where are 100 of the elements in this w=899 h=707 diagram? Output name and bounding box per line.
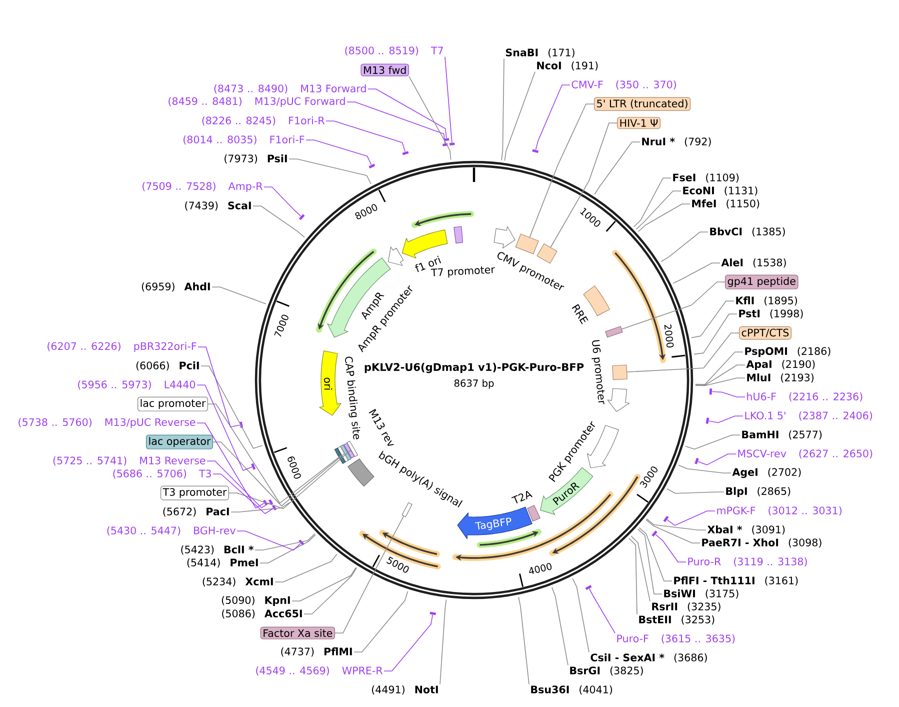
leader-line [304,567,358,614]
site-label: (5414) PmeI [187,558,258,568]
primer-label: (5738 .. 5760) M13/pUC Reverse [18,418,196,428]
primer-label: (7509 .. 7528) Amp-R [142,182,263,192]
leader-line [212,442,345,506]
site-label: BstEII (3253) [639,615,714,625]
leader-line [655,534,686,562]
leader-line [196,384,252,471]
site-label: KflI (1895) [736,296,798,306]
leader-line [678,464,732,474]
plasmid-name: pKLV2-U6(gDmap1 v1)-PGK-Puro-BFP [364,362,584,374]
leader-line [666,488,724,494]
leader-line [206,460,270,508]
site-label: Bsu36I (4041) [531,685,612,695]
leader-line [288,158,372,184]
leader-line [628,538,638,615]
site-label: BamHI (2577) [742,430,822,440]
leader-line [646,518,706,530]
site-label: RsrII (3235) [652,602,720,612]
feature-tag: T3 promoter [160,486,229,500]
leader-line [672,262,720,284]
primer-label: (8014 .. 8035) F1ori-F [184,135,304,145]
site-label: (7439) ScaI [185,201,251,211]
site-mark [694,458,699,464]
site-label: PstI (1998) [739,309,803,319]
site-label: PflFI - Tth111I (3161) [674,576,798,586]
leader-line [594,142,640,195]
leader-line [504,71,536,162]
leader-line [440,599,447,685]
site-label: (5234) XcmI [202,577,273,587]
feature-box [346,440,358,457]
leader-line [254,533,316,550]
site-mark [298,540,304,546]
leader-line [621,282,726,330]
feature-label: U6 promoter [592,340,605,404]
site-label: PaeR7I - XhoI (3098) [702,538,822,548]
leader-line [529,104,594,238]
leader-line [200,366,263,449]
site-label: XbaI * (3091) [707,525,785,535]
leader-line [368,88,447,138]
site-mark [268,499,274,505]
feature-tag: 5' LTR (truncated) [594,97,691,111]
feature-box [612,364,628,380]
feature-tag: lac operator [146,434,213,450]
primer-label: LKO.1 5' (2387 .. 2406) [745,411,872,421]
site-label: BlpI (2865) [726,487,790,497]
leader-line [444,56,452,143]
site-label: (5672) PacI [163,507,229,517]
site-label: NruI * (792) [642,137,711,147]
primer-label: (8500 .. 8519) T7 [345,46,443,56]
primer-label: MSCV-rev (2627 .. 2650) [738,449,872,459]
leader-line [698,454,736,466]
primer-label: Puro-F (3615 .. 3635) [617,634,735,644]
site-label: (6066) PciI [136,361,199,371]
site-mark [402,151,409,156]
leader-line [572,578,590,653]
feature-tag: gp41 peptide [725,274,798,290]
leader-line [326,120,406,152]
primer-label: mPGK-F (3012 .. 3031) [717,506,842,516]
leader-line [212,286,266,304]
site-label: (7973) PsiI [224,154,287,164]
feature-box [536,243,558,264]
site-label: (6959) AhdI [142,282,210,292]
primer-label: (8459 .. 8481) M13/pUC Forward [168,97,345,107]
primer-label: (5686 .. 5706) T3 [113,469,211,479]
tick-label: 7000 [274,314,288,337]
tick-label: 6000 [288,456,301,479]
primer-label: (8226 .. 8245) F1ori-R [202,116,325,126]
leader-line [208,404,342,504]
primer-label: (5725 .. 5741) M13 Reverse [53,456,206,466]
primer-label: Puro-R (3119 .. 3138) [688,557,807,567]
site-mark [442,143,448,146]
site-label: MluI (2193) [747,373,814,383]
site-mark [298,214,305,220]
leader-line [633,178,672,228]
leader-line [694,314,738,355]
leader-line [695,352,744,385]
feature-tag: lac promoter [138,396,208,412]
leader-line [691,300,734,338]
leader-line [638,527,672,582]
feature-block: TagBFP [457,506,532,540]
feature-label: T7 promoter [430,266,495,278]
site-label: BsrGI (3825) [570,666,643,676]
leader-line [636,190,682,230]
leader-line [230,502,290,512]
leader-line [196,422,264,508]
feature-label: CAP binding site [345,356,360,440]
leader-line [236,530,301,550]
leader-line [306,140,372,166]
site-mark [262,500,268,506]
leader-line [260,534,316,564]
size-label: 8637 bp [454,379,494,389]
leader-line [264,186,302,217]
site-label: (5090) KpnI [222,596,290,606]
primer-label: (5956 .. 5973) L4440 [78,380,196,390]
site-mark [706,418,710,424]
leader-line [408,76,452,160]
leader-line [684,434,740,450]
leader-line [630,536,650,602]
site-label: (4491) NotI [372,685,438,695]
